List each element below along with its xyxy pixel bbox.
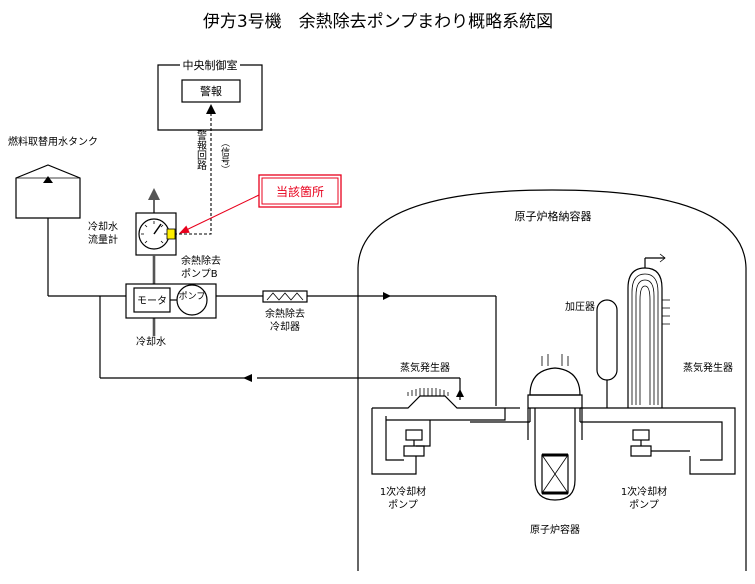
alarm-circuit-label: 警報回路 （信号） [195,129,230,174]
pressurizer: 加圧器 [565,299,618,408]
svg-text:（信号）: （信号） [219,138,230,174]
flowmeter-label-2: 流量計 [88,233,118,246]
coolant-pump-left-label-1: 1次冷却材 [380,485,426,498]
rhr-pump-b: 余熱除去 ポンプB モータ ポンプ [125,254,221,319]
pump-label: ポンプ [179,291,206,302]
sg-left-label: 蒸気発生器 [400,361,450,374]
control-room: 中央制御室 警報 [157,58,263,131]
affected-location-label: 当該箇所 [276,184,324,199]
svg-text:警報回路: 警報回路 [195,129,207,171]
coolant-pump-right: 1次冷却材 ポンプ [621,429,690,511]
rhr-cooler-label-2: 冷却器 [270,320,300,333]
coolant-pump-right-label-1: 1次冷却材 [621,485,667,498]
control-room-label: 中央制御室 [183,58,238,72]
rhr-cooler: 余熱除去 冷却器 [262,290,308,333]
affected-location-callout: 当該箇所 [179,174,342,234]
flow-sensor [166,228,176,240]
reactor-vessel: 原子炉容器 [527,354,583,536]
alarm-label: 警報 [200,84,222,98]
coolant-pump-left-label-2: ポンプ [388,499,418,511]
steam-generator-left: 蒸気発生器 [400,361,450,396]
fuel-tank: 燃料取替用水タンク [8,135,98,296]
alarm-box [181,79,241,103]
coolant-pump-left: 1次冷却材 ポンプ [380,429,426,511]
diagram-title: 伊方3号機 余熱除去ポンプまわり概略系統図 [203,12,553,32]
flowmeter-label-1: 冷却水 [88,220,118,233]
steam-generator-right: 蒸気発生器 [627,253,733,408]
sg-right-label: 蒸気発生器 [683,361,733,374]
primary-loop [371,395,736,475]
rhr-pump-label-1: 余熱除去 [181,254,221,267]
fuel-tank-label: 燃料取替用水タンク [8,135,98,148]
coolant-pump-right-label-2: ポンプ [629,499,659,511]
pressurizer-label: 加圧器 [565,301,595,313]
cooling-flowmeter: 冷却水 流量計 [88,212,177,256]
rhr-pump-label-2: ポンプB [181,268,218,280]
containment-vessel: 原子炉格納容器 [357,189,747,571]
alarm-circuit: 警報回路 （信号） [174,104,230,235]
containment-label: 原子炉格納容器 [515,209,592,223]
reactor-vessel-label: 原子炉容器 [530,523,580,536]
cooling-water-label: 冷却水 [136,335,166,348]
pump-circle [176,284,208,316]
rhr-cooler-label-1: 余熱除去 [265,307,305,320]
motor-label: モータ [137,295,167,307]
